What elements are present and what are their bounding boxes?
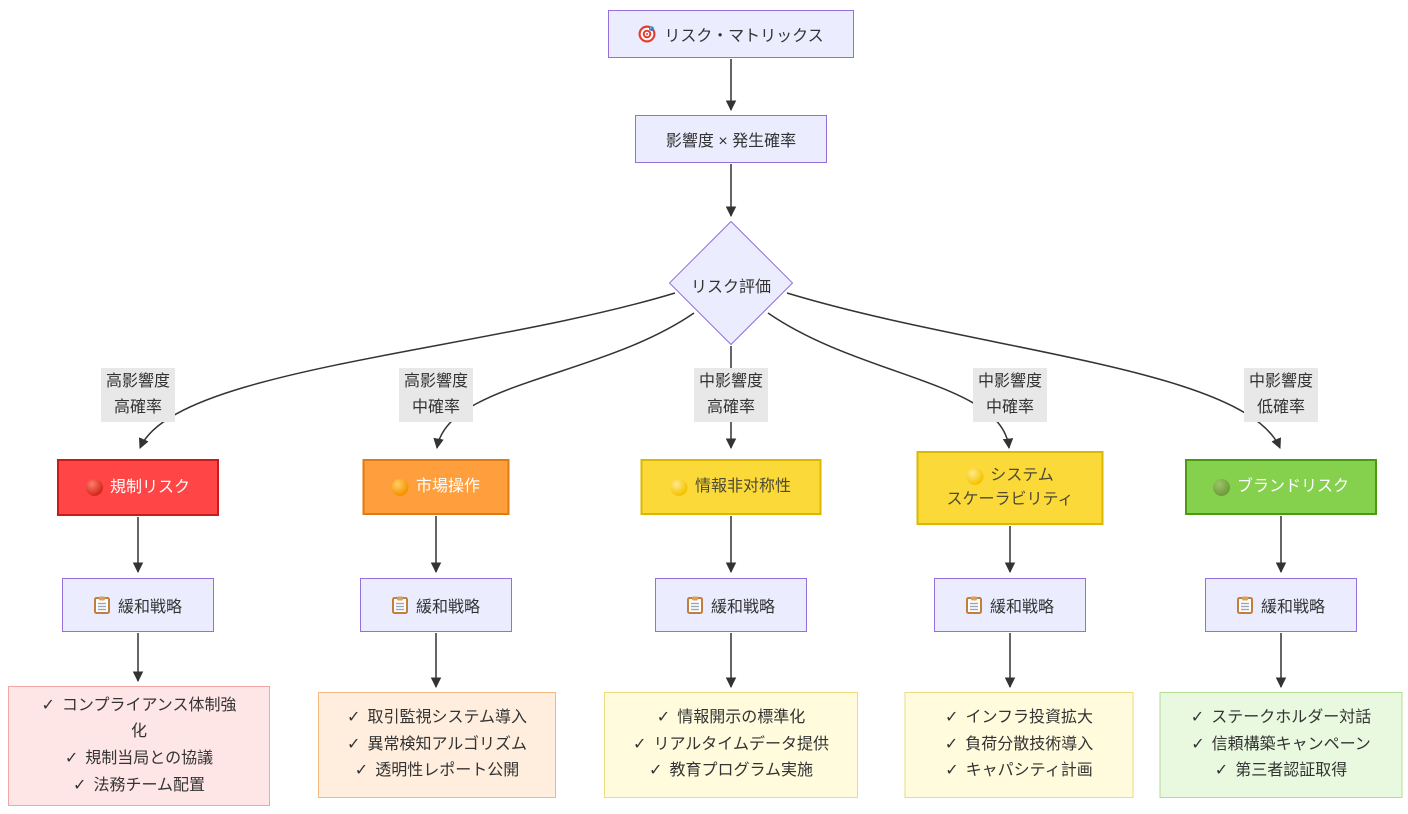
action-item: ✓情報開示の標準化 (656, 709, 806, 727)
strategy-node-3: 緩和戦略 (655, 578, 807, 632)
edge-label-line: 高影響度 (105, 373, 171, 390)
check-icon: ✓ (649, 762, 663, 780)
clipboard-icon (391, 596, 408, 614)
strategy-node-label: 緩和戦略 (710, 599, 775, 616)
risk-node-market-manipulation: 市場操作 (362, 459, 510, 515)
action-item: ✓透明性レポート公開 (354, 762, 520, 780)
check-icon: ✓ (73, 776, 87, 794)
actions-node-4: ✓インフラ投資拡大 ✓負荷分散技術導入 ✓キャパシティ計画 (904, 692, 1134, 798)
edge-label-line: 高影響度 (403, 373, 469, 390)
risk-node-label: システム (990, 467, 1054, 484)
strategy-node-2: 緩和戦略 (360, 578, 512, 632)
orange-circle-icon (391, 478, 409, 496)
action-item: ✓リアルタイムデータ提供 (633, 735, 829, 753)
edge-label-5: 中影響度 低確率 (1243, 368, 1319, 422)
strategy-node-label: 緩和戦略 (415, 599, 480, 616)
check-icon: ✓ (41, 696, 55, 714)
clipboard-icon (1236, 596, 1253, 614)
check-icon: ✓ (1214, 762, 1229, 780)
check-icon: ✓ (656, 709, 671, 727)
strategy-node-5: 緩和戦略 (1205, 578, 1357, 632)
action-item: ✓キャパシティ計画 (945, 762, 1093, 780)
check-icon: ✓ (945, 709, 959, 727)
action-item: ✓法務チーム配置 (73, 776, 205, 794)
risk-node-system-scalability: システム スケーラビリティ (916, 451, 1104, 525)
risk-node-label: 情報非对称性 (694, 478, 791, 495)
edge-decision-to-risk-4 (767, 312, 1014, 450)
red-circle-icon (85, 479, 103, 496)
check-icon: ✓ (347, 735, 361, 753)
clipboard-icon (686, 596, 703, 614)
root-node-label: リスク・マトリックス (664, 28, 824, 45)
action-item: ✓ステークホルダー対話 (1190, 709, 1372, 727)
action-item: ✓第三者認証取得 (1214, 762, 1348, 780)
edge-label-line: 高確率 (706, 398, 756, 416)
risk-node-label: 市場操作 (415, 478, 480, 495)
check-icon: ✓ (64, 750, 79, 767)
check-icon: ✓ (1191, 735, 1205, 753)
risk-node-label: ブランドリスク (1236, 478, 1349, 495)
action-item: ✓コンプライアンス体制強化 (41, 696, 237, 741)
action-item: ✓取引監視システム導入 (347, 709, 527, 727)
check-icon: ✓ (354, 762, 369, 780)
strategy-node-label: 緩和戦略 (989, 599, 1054, 616)
edge-label-line: 中影響度 (1248, 373, 1314, 390)
strategy-node-1: 緩和戦略 (62, 578, 214, 632)
risk-node-information-asymmetry: 情報非对称性 (640, 459, 822, 515)
actions-node-5: ✓ステークホルダー対話 ✓信頼構築キャンペーン ✓第三者認証取得 (1159, 692, 1403, 798)
check-icon: ✓ (347, 709, 361, 727)
clipboard-icon (965, 596, 982, 614)
actions-node-2: ✓取引監視システム導入 ✓異常検知アルゴリズム ✓透明性レポート公開 (318, 692, 556, 798)
action-item: ✓信頼構築キャンペーン (1191, 735, 1371, 753)
edge-label-line: 低確率 (1256, 398, 1306, 416)
check-icon: ✓ (945, 762, 959, 780)
edge-decision-to-risk-2 (433, 312, 695, 450)
check-icon: ✓ (944, 735, 959, 753)
action-item: ✓教育プログラム実施 (649, 762, 813, 780)
edge-label-line: 中確率 (411, 398, 461, 416)
actions-node-3: ✓情報開示の標準化 ✓リアルタイムデータ提供 ✓教育プログラム実施 (604, 692, 858, 798)
strategy-node-label: 緩和戦略 (117, 599, 182, 616)
risk-node-regulatory: 規制リスク (57, 459, 219, 516)
strategy-node-4: 緩和戦略 (934, 578, 1086, 632)
edge-label-line: 中影響度 (698, 373, 764, 390)
action-item: ✓異常検知アルゴリズム (347, 735, 527, 753)
edge-label-line: 高確率 (113, 398, 163, 416)
root-node: リスク・マトリックス (608, 10, 854, 58)
edge-label-1: 高影響度 高確率 (100, 368, 176, 422)
actions-node-1: ✓コンプライアンス体制強化 ✓規制当局との協議 ✓法務チーム配置 (8, 686, 270, 806)
yellow-circle-icon (966, 467, 984, 485)
green-circle-icon (1212, 478, 1230, 496)
clipboard-icon (93, 596, 110, 614)
strategy-node-label: 緩和戦略 (1260, 599, 1325, 616)
edge-label-4: 中影響度 中確率 (972, 368, 1048, 422)
edge-label-line: 中確率 (985, 398, 1035, 416)
action-item: ✓インフラ投資拡大 (945, 709, 1093, 727)
edge-label-line: 中影響度 (977, 373, 1043, 390)
risk-node-brand-risk: ブランドリスク (1185, 459, 1377, 515)
risk-node-label: 規制リスク (109, 478, 190, 496)
action-item: ✓規制当局との協議 (64, 750, 214, 767)
check-icon: ✓ (1190, 709, 1205, 727)
edge-label-2: 高影響度 中確率 (398, 368, 474, 422)
risk-node-label-line2: スケーラビリティ (946, 491, 1074, 508)
yellow-circle-icon (670, 478, 688, 496)
decision-diamond-label: リスク評価 (690, 279, 771, 296)
edge-label-3: 中影響度 高確率 (693, 368, 769, 422)
formula-node: 影響度 × 発生確率 (635, 115, 827, 163)
action-item: ✓負荷分散技術導入 (944, 735, 1094, 753)
target-icon (638, 25, 656, 43)
check-icon: ✓ (633, 735, 647, 753)
formula-node-label: 影響度 × 発生確率 (665, 133, 797, 150)
